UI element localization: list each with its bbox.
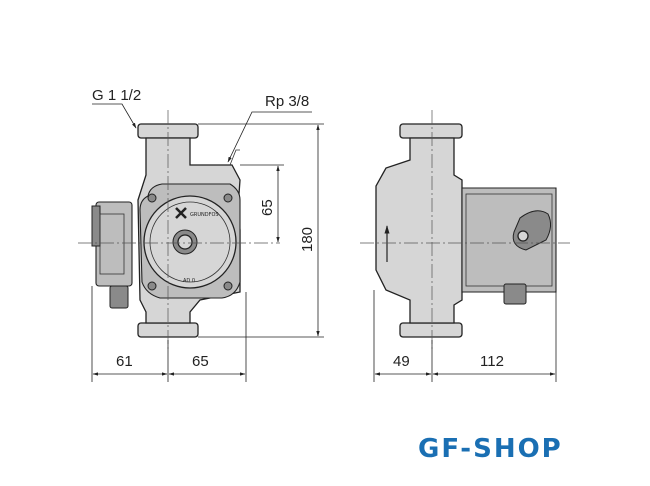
front-view: GRUNDFOS AD 0 — [91, 123, 241, 338]
dim-49: 49 — [393, 353, 410, 370]
dim-61: 61 — [116, 353, 133, 370]
dim-65-vertical: 65 — [259, 199, 276, 216]
dim-180-vertical: 180 — [299, 227, 316, 252]
side-bottom-flange — [399, 322, 463, 338]
front-model-text: AD 0 — [183, 278, 195, 284]
side-top-flange — [399, 123, 463, 139]
dim-65-horizontal: 65 — [192, 353, 209, 370]
dim-112: 112 — [480, 353, 504, 370]
side-cable-gland — [503, 283, 527, 305]
watermark-logo: GF-SHOP — [418, 434, 563, 464]
thread-inlet-label: G 1 1/2 — [92, 87, 141, 104]
front-logo-icon — [175, 207, 187, 219]
side-pipe-body — [375, 137, 463, 324]
front-brand-text: GRUNDFOS — [190, 212, 219, 218]
front-cable-gland — [109, 285, 129, 309]
thread-outlet-label: Rp 3/8 — [265, 93, 309, 110]
side-view — [375, 123, 557, 338]
front-terminal-box — [95, 201, 133, 287]
